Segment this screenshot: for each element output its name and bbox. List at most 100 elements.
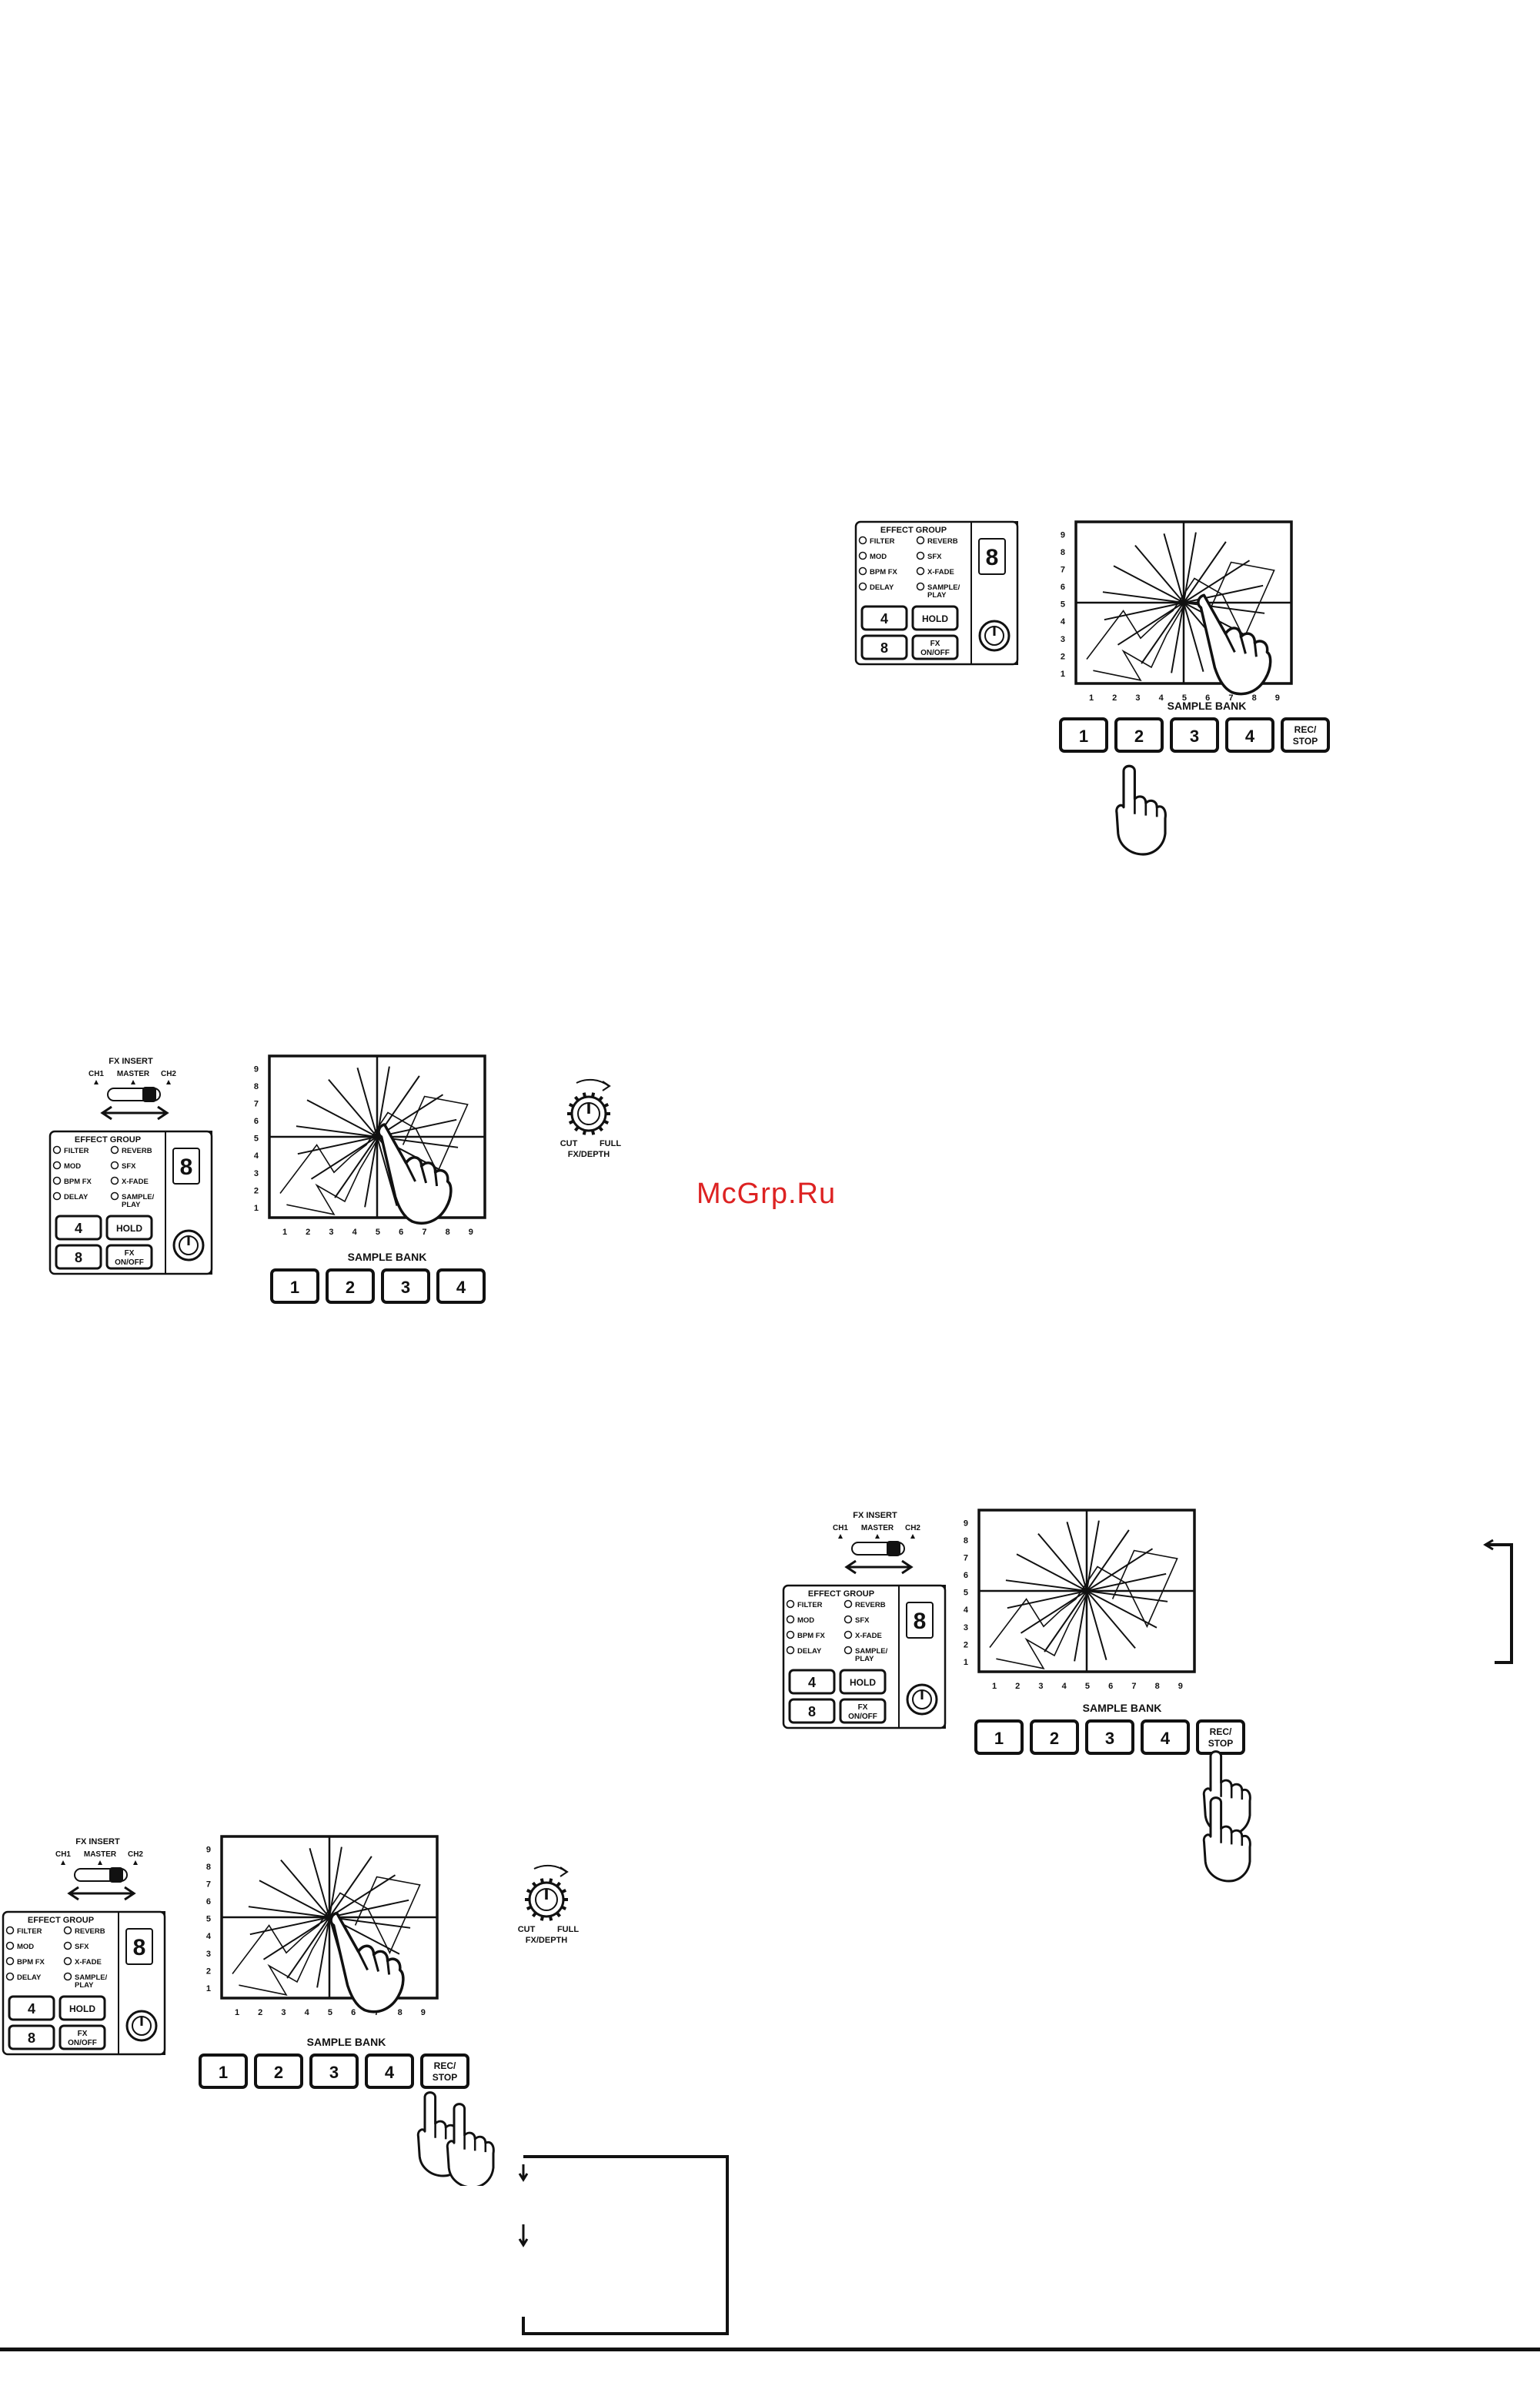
four-beat-button[interactable]: [8, 1995, 55, 2021]
effect-label: PLAY: [855, 1655, 874, 1663]
sample-bank-button-3[interactable]: [381, 1268, 430, 1304]
pad-y-tick: 7: [1061, 565, 1065, 574]
fx-on-off-button[interactable]: [839, 1698, 887, 1724]
effect-led: [843, 1599, 853, 1609]
hold-button[interactable]: [105, 1215, 153, 1241]
effect-led: [858, 582, 867, 591]
sample-bank-button-1[interactable]: [270, 1268, 319, 1304]
pad-x-tick: 9: [1178, 1682, 1183, 1691]
pad-y-tick: 3: [206, 1950, 211, 1959]
four-beat-button[interactable]: [55, 1215, 102, 1241]
sample-bank-button-2[interactable]: [254, 2053, 303, 2089]
sample-bank-button-4[interactable]: [1225, 717, 1274, 753]
sample-bank-button-1[interactable]: [199, 2053, 248, 2089]
sample-bank-button-4[interactable]: [1141, 1719, 1190, 1755]
pad-y-tick: 5: [254, 1135, 259, 1144]
fx-on-off-button[interactable]: [58, 2024, 106, 2050]
fx-insert-title: FX INSERT: [109, 1057, 153, 1066]
pad-y-tick: 8: [206, 1863, 211, 1872]
pad-y-tick: 6: [254, 1117, 259, 1126]
pad-y-tick: 1: [254, 1204, 259, 1213]
sample-bank-button-4[interactable]: [365, 2053, 414, 2089]
eight-beat-label: 8: [808, 1704, 816, 1719]
hold-button[interactable]: [839, 1669, 887, 1695]
sample-bank-button-2[interactable]: [1114, 717, 1164, 753]
eight-beat-button[interactable]: [788, 1698, 836, 1724]
sample-bank-button-1[interactable]: [974, 1719, 1024, 1755]
effect-led: [916, 566, 925, 576]
sample-bank-label-2: 2: [346, 1278, 355, 1297]
sample-bank-button-4[interactable]: [436, 1268, 486, 1304]
fx-depth-max: FULL: [557, 1925, 579, 1934]
effect-led: [858, 551, 867, 560]
sample-bank-button-1[interactable]: [1059, 717, 1108, 753]
effect-label: X-FADE: [927, 568, 954, 576]
eight-beat-button[interactable]: [8, 2024, 55, 2050]
effect-label: SAMPLE/: [122, 1193, 155, 1201]
effect-led: [5, 1941, 15, 1950]
fx-depth-max: FULL: [600, 1139, 621, 1148]
effect-led: [5, 1972, 15, 1981]
pad-x-tick: 1: [992, 1682, 997, 1691]
pad-y-tick: 8: [1061, 548, 1065, 557]
sample-bank-button-3[interactable]: [1170, 717, 1219, 753]
sample-bank-label-3: 3: [1190, 727, 1199, 746]
sample-bank-button-3[interactable]: [1085, 1719, 1134, 1755]
effect-label: SAMPLE/: [75, 1973, 108, 1982]
hold-button[interactable]: [911, 605, 959, 631]
pad-x-tick: 3: [329, 1228, 333, 1237]
effect-led: [52, 1145, 62, 1155]
fx-insert-master: MASTER: [117, 1070, 150, 1078]
effect-label: MOD: [797, 1616, 814, 1625]
watermark: McGrp.Ru: [697, 1178, 837, 1210]
fx-on-off-button[interactable]: [911, 634, 959, 660]
sample-bank-label-3: 3: [1105, 1729, 1114, 1748]
pad-x-tick: 5: [1182, 693, 1187, 703]
pad-x-tick: 2: [1015, 1682, 1020, 1691]
effect-label: DELAY: [870, 583, 894, 592]
sample-bank-label-4: 4: [456, 1278, 466, 1297]
flow-bracket-right: [1483, 1539, 1513, 1664]
hold-label: HOLD: [850, 1677, 876, 1688]
pad-x-tick: 8: [1155, 1682, 1160, 1691]
eight-beat-button[interactable]: [55, 1244, 102, 1270]
four-beat-button[interactable]: [860, 605, 908, 631]
pad-x-tick: 2: [306, 1228, 310, 1237]
rec-stop-button[interactable]: [420, 2053, 469, 2089]
pad-x-tick: 6: [1108, 1682, 1113, 1691]
pad-x-tick: 8: [446, 1228, 450, 1237]
parameter-knob[interactable]: [172, 1229, 205, 1261]
rec-stop-button[interactable]: [1281, 717, 1330, 753]
pad-y-tick: 1: [1061, 670, 1065, 679]
pad-x-tick: 7: [1131, 1682, 1136, 1691]
eight-beat-button[interactable]: [860, 634, 908, 660]
four-beat-button[interactable]: [788, 1669, 836, 1695]
parameter-knob[interactable]: [125, 2010, 158, 2042]
sample-bank-button-2[interactable]: [1030, 1719, 1079, 1755]
hold-button[interactable]: [58, 1995, 106, 2021]
effect-label: MOD: [17, 1943, 34, 1951]
effect-label: DELAY: [64, 1193, 89, 1201]
fx-on-off-label: FX: [858, 1703, 868, 1712]
pad-x-tick: 6: [351, 2008, 356, 2017]
sample-bank-button-3[interactable]: [309, 2053, 359, 2089]
parameter-knob[interactable]: [906, 1683, 938, 1716]
parameter-knob[interactable]: [978, 620, 1011, 652]
effect-label: SAMPLE/: [855, 1647, 888, 1656]
pad-y-tick: 7: [964, 1553, 968, 1562]
finger-on-bank-2-icon: [1115, 764, 1167, 856]
effect-label: X-FADE: [75, 1958, 102, 1967]
effect-label: SFX: [75, 1943, 89, 1951]
fx-insert-title: FX INSERT: [853, 1511, 897, 1520]
fx-on-off-label: FX: [125, 1249, 135, 1258]
rec-stop-label: STOP: [1208, 1738, 1233, 1749]
sample-bank-button-2[interactable]: [326, 1268, 375, 1304]
fx-on-off-button[interactable]: [105, 1244, 153, 1270]
display-digit: 8: [180, 1155, 193, 1180]
